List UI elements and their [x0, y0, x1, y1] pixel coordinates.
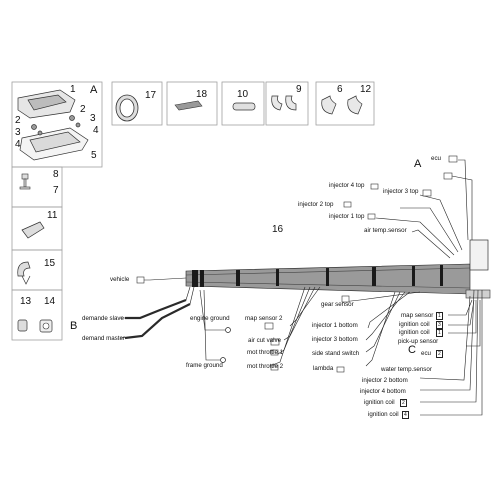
- label-ignition-coil-1: ignition coil: [399, 329, 430, 336]
- part-number-7: 7: [53, 185, 59, 196]
- label-injector-4-top: injector 4 top: [329, 182, 365, 189]
- box-parts-13-14: [11, 289, 63, 341]
- group-label-a-harness: A: [414, 158, 422, 170]
- part-number-1: 1: [70, 84, 76, 95]
- label-map-sensor-1: map sensor: [401, 312, 434, 319]
- part-number-4a: 4: [15, 139, 21, 150]
- label-mot-throttle-1: mot throttle 1: [247, 349, 284, 356]
- label-injector-3-bottom: injector 3 bottom: [312, 336, 358, 343]
- tag-ignition-coil-3: 3: [436, 321, 443, 329]
- part-number-11: 11: [47, 210, 58, 221]
- label-air-cut-valve: air cut valve: [248, 337, 282, 344]
- group-label-c: C: [408, 344, 416, 356]
- label-injector-2-top: injector 2 top: [298, 201, 334, 208]
- label-frame-ground: frame ground: [186, 362, 223, 369]
- box-part-17: [111, 81, 163, 126]
- part-number-16: 16: [272, 224, 284, 235]
- tag-map-sensor-1: 1: [436, 312, 443, 320]
- label-ecu-bottom: ecu: [421, 350, 431, 357]
- label-lambda: lambda: [313, 365, 334, 372]
- group-label-b: B: [70, 320, 78, 332]
- part-number-13: 13: [20, 296, 32, 307]
- label-ignition-coil-3: ignition coil: [399, 321, 430, 328]
- part-number-3a: 3: [15, 127, 21, 138]
- label-ignition-coil-2: ignition coil: [364, 399, 395, 406]
- part-number-14: 14: [44, 296, 56, 307]
- label-engine-ground: engine ground: [190, 315, 230, 322]
- label-gear-sensor: gear sensor: [321, 301, 354, 308]
- part-number-2a: 2: [15, 115, 21, 126]
- part-number-10: 10: [237, 89, 249, 100]
- label-vehicle: vehicle: [110, 276, 130, 283]
- label-mot-throttle-2: mot throttle 2: [247, 363, 284, 370]
- label-air-temp-sensor: air temp.sensor: [364, 227, 407, 234]
- label-demand-master: demand master: [82, 335, 125, 342]
- tag-ignition-coil-1: 1: [436, 329, 443, 337]
- label-pick-up-sensor: pick-up sensor: [398, 338, 439, 345]
- part-number-3b: 3: [90, 113, 96, 124]
- label-injector-4-bottom: injector 4 bottom: [360, 388, 406, 395]
- part-number-4b: 4: [93, 125, 99, 136]
- part-number-9: 9: [296, 84, 302, 95]
- group-label-a: A: [90, 84, 98, 96]
- label-injector-1-bottom: injector 1 bottom: [312, 322, 358, 329]
- part-number-5: 5: [91, 150, 97, 161]
- part-number-18: 18: [196, 89, 208, 100]
- label-injector-1-top: injector 1 top: [329, 213, 365, 220]
- label-injector-3-top: injector 3 top: [383, 188, 419, 195]
- box-part-18: [166, 81, 218, 126]
- box-part-10: [221, 81, 265, 126]
- tag-ecu-bottom: 2: [436, 350, 443, 358]
- part-number-8: 8: [53, 169, 59, 180]
- label-ignition-coil-4: ignition coil: [368, 411, 399, 418]
- part-number-2b: 2: [80, 104, 86, 115]
- tag-ignition-coil-2: 2: [400, 399, 407, 407]
- tag-ignition-coil-4: 4: [402, 411, 409, 419]
- box-part-9: [265, 81, 309, 126]
- part-number-15: 15: [44, 258, 56, 269]
- label-ecu-top: ecu: [431, 155, 441, 162]
- label-map-sensor-2: map sensor 2: [245, 315, 283, 322]
- part-number-17: 17: [145, 90, 157, 101]
- label-water-temp-sensor: water temp.sensor: [381, 366, 432, 373]
- box-parts-6-12: [315, 81, 375, 126]
- part-number-6: 6: [337, 84, 343, 95]
- label-demande-slave: demande slave: [82, 315, 124, 322]
- label-injector-2-bottom: injector 2 bottom: [362, 377, 408, 384]
- label-side-stand-switch: side stand switch: [312, 350, 360, 357]
- part-number-12: 12: [360, 84, 372, 95]
